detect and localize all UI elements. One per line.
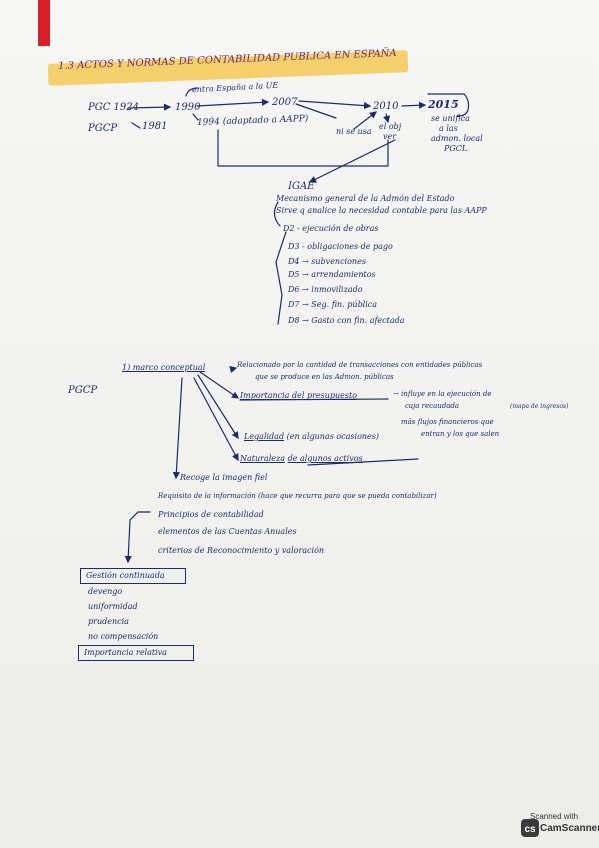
igae-item: D5 → arrendamientos bbox=[288, 270, 376, 279]
principios-contabilidad: Principios de contabilidad bbox=[158, 510, 264, 519]
recoge-imagen-fiel: Recoge la imagen fiel bbox=[180, 473, 268, 482]
importancia-arrow: → influye en la ejecución de bbox=[393, 390, 492, 398]
camscanner-logo: cs bbox=[520, 818, 540, 838]
timeline-se-unifica: se unifica bbox=[431, 114, 470, 123]
timeline-pgcp: PGCP bbox=[88, 123, 118, 134]
marco-relacionado-2: que se produce en las Admon. públicas bbox=[255, 373, 394, 381]
igae-line-2: Sirve q analice la necesidad contable pa… bbox=[276, 206, 487, 215]
importancia-paren: (mapa de ingresos) bbox=[510, 403, 569, 410]
igae-item: D6 → inmovilizado bbox=[288, 285, 363, 294]
principle-item: devengo bbox=[88, 587, 123, 596]
principle-item: Gestión continuada bbox=[86, 571, 165, 580]
timeline-admon: admon. local bbox=[431, 134, 483, 143]
naturaleza: Naturaleza de algunos activos bbox=[240, 455, 363, 463]
requisito-informacion: Requisito de la información (hace que re… bbox=[158, 492, 437, 500]
timeline-2007: 2007 bbox=[272, 97, 298, 108]
igae-item: D2 - ejecución de obras bbox=[283, 224, 379, 233]
timeline-1990: 1990 bbox=[175, 102, 201, 113]
importancia-flujos: más flujos financieros que bbox=[401, 418, 494, 426]
camscanner-name: CamScanner bbox=[540, 823, 599, 834]
naturaleza-rest: de algunos activos bbox=[287, 454, 363, 463]
svg-text:cs: cs bbox=[524, 824, 536, 835]
red-tab-mark bbox=[38, 0, 50, 46]
scanned-with-label: Scanned with bbox=[530, 812, 579, 821]
timeline-pgc: PGC 1924 bbox=[88, 102, 139, 113]
principle-item: no compensación bbox=[88, 632, 159, 641]
timeline-obj: el obj bbox=[379, 122, 402, 131]
igae-heading: IGAE bbox=[288, 181, 315, 192]
legalidad: Legalidad (en algunas ocasiones) bbox=[244, 433, 379, 441]
timeline-2010: 2010 bbox=[373, 101, 399, 112]
timeline-2015: 2015 bbox=[428, 98, 459, 111]
igae-item: D3 - obligaciones de pago bbox=[288, 242, 393, 251]
criterios-reconocimiento: criterios de Reconocimiento y valoración bbox=[158, 546, 325, 555]
pgcp-side-label: PGCP bbox=[68, 385, 98, 396]
timeline-pgcl: PGCL bbox=[444, 144, 468, 153]
marco-conceptual: 1) marco conceptual bbox=[122, 363, 206, 372]
timeline-a-las: a las bbox=[439, 124, 458, 133]
timeline-ni-se: ni se usa bbox=[336, 127, 372, 136]
naturaleza-word: Naturaleza bbox=[240, 454, 286, 463]
timeline-1981: 1981 bbox=[142, 121, 168, 132]
importancia-relativa-box bbox=[78, 645, 194, 661]
importancia-presupuesto: Importancia del presupuesto bbox=[240, 391, 358, 400]
igae-item: D4 → subvenciones bbox=[288, 257, 366, 266]
elementos-cuentas: elementos de las Cuentas Anuales bbox=[158, 527, 297, 536]
principle-item: prudencia bbox=[88, 617, 129, 626]
importancia-caja: caja recaudada bbox=[405, 402, 460, 410]
principle-item: uniformidad bbox=[88, 602, 138, 611]
igae-item: D7 → Seg. fin. pública bbox=[288, 300, 378, 309]
timeline-ver: ver bbox=[383, 132, 397, 141]
marco-relacionado: Relacionado por la cantidad de transacci… bbox=[237, 361, 483, 369]
igae-item: D8 → Gasto con fin. afectada bbox=[288, 316, 405, 325]
importancia-relativa: Importancia relativa bbox=[84, 648, 167, 657]
legalidad-rest: (en algunas ocasiones) bbox=[286, 432, 380, 441]
igae-line-1: Mecanismo general de la Admón del Estado bbox=[276, 194, 455, 203]
gestion-box bbox=[80, 568, 186, 584]
importancia-entran: entran y los que salen bbox=[421, 430, 500, 438]
legalidad-word: Legalidad bbox=[244, 432, 285, 441]
